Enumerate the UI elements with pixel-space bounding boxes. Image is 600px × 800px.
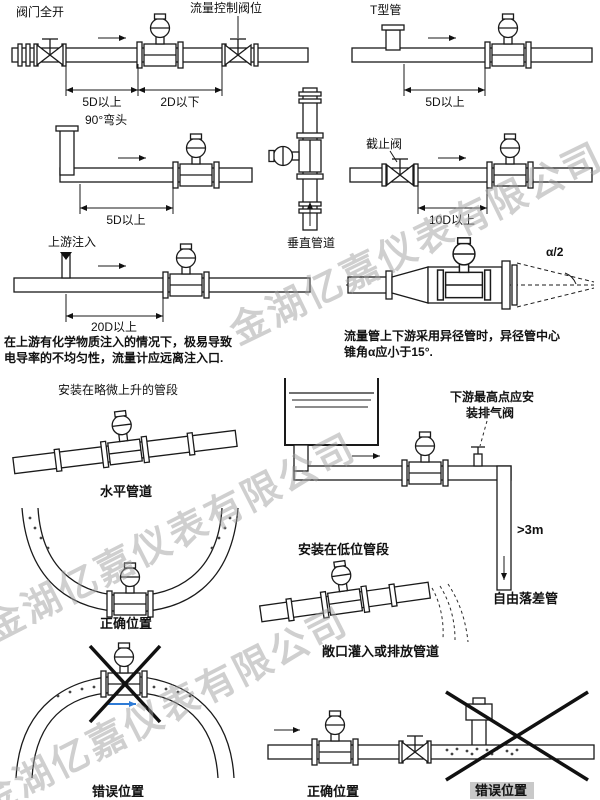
water-stream-icon [447,583,469,643]
flowmeter-icon [136,13,184,69]
note-exhaust-line1: 下游最高点应安 [450,389,534,404]
label-flow-control-valve: 流量控制阀位 [190,0,262,15]
cross-out-icon [445,690,589,782]
diagram-upstream-injection: 上游注入 20D以上 [13,234,311,334]
dim-text: 10D以上 [429,213,475,227]
dimension-5d: 5D以上 [65,64,139,109]
label-vertical-pipe: 垂直管道 [287,235,335,250]
dimension-5d: 5D以上 [403,64,486,109]
dim-text: 2D以下 [160,95,199,109]
dimension-10d: 10D以上 [417,184,488,227]
diagram-open-discharge: 敞口灌入或排放管道 [258,557,469,659]
note-exhaust-line2: 装排气阀 [465,405,514,420]
note-left-line2: 电导率的不均匀性，流量计应远离注入口. [4,350,223,365]
label-t-pipe: T型管 [370,2,401,17]
diagram-correct-u-pipe: 正确位置 [21,507,239,631]
water-stream-icon [431,587,444,639]
diagram-t-pipe: T型管 5D以上 [351,2,593,109]
diagram-stop-valve: 截止阀 10D以上 [349,133,593,227]
injection-arrow-icon [60,252,72,260]
note-right-line2: 锥角α应小于15°. [344,344,433,359]
caption-wrong-position: 错误位置 [92,784,144,799]
dimension-20d: 20D以上 [65,294,164,334]
dim-text: 5D以上 [425,95,464,109]
label-upstream-injection: 上游注入 [48,234,96,249]
notes: 在上游有化学物质注入的情况下，极易导致 电导率的不均匀性，流量计应远离注入口. … [4,328,560,365]
caption-horizontal-pipe: 水平管道 [100,484,152,499]
diagram-reducer: α/2 [346,237,595,310]
caption-correct-position: 正确位置 [100,616,152,631]
flowmeter-icon [162,243,210,299]
exhaust-valve-icon [471,446,485,467]
water-stream-icon [439,585,456,641]
diagram-vertical-pipe: 垂直管道 [268,87,335,250]
diagram-tank-system: 下游最高点应安 装排气阀 >3m 自由落差管 安装在低位管段 [284,378,558,606]
watermark-text: 金湖亿嘉仪表有限公司 [0,600,355,800]
flowmeter-icon [484,13,532,69]
dimension-5d: 5D以上 [79,184,174,227]
cross-out-icon [88,644,162,724]
dim-text: 20D以上 [91,320,137,334]
diagram-valve-full-open: 阀门全开 流量控制阀位 5D以上 2D以下 [11,0,309,109]
caption-correct-position: 正确位置 [307,784,359,799]
label-cone-angle: α/2 [546,245,564,259]
label-rising-section: 安装在略微上升的管段 [58,382,178,397]
note-left-line1: 在上游有化学物质注入的情况下，极易导致 [4,334,233,349]
note-right-line1: 流量管上下游采用异径管时，异径管中心 [344,328,560,343]
label-free-fall-pipe: 自由落差管 [493,591,558,606]
label-stop-valve: 截止阀 [366,137,402,151]
diagram-rising-section: 安装在略微上升的管段 水平管道 [12,382,238,499]
caption-highlight [470,782,534,799]
dimension-2d: 2D以下 [138,64,223,109]
label-height-3m: >3m [517,522,543,537]
caption-open-discharge: 敞口灌入或排放管道 [322,644,439,659]
diagram-wrong-arch: 错误位置 [15,642,235,799]
flowmeter-icon [311,710,359,766]
flowmeter-icon [172,133,220,189]
caption-wrong-position: 错误位置 [475,783,527,798]
label-90-elbow: 90°弯头 [85,112,127,127]
label-valve-full-open: 阀门全开 [16,4,64,19]
dim-text: 5D以上 [106,213,145,227]
flowmeter-icon [268,132,324,180]
label-low-section: 安装在低位管段 [298,542,389,557]
tank [284,378,379,446]
diagram-bottom-correct-wrong: 正确位置 错误位置 [267,690,595,799]
flowmeter-icon [401,431,449,487]
flowmeter-icon [96,407,151,469]
diagram-90-elbow: 90°弯头 5D以上 [55,112,253,227]
dim-text: 5D以上 [82,95,121,109]
